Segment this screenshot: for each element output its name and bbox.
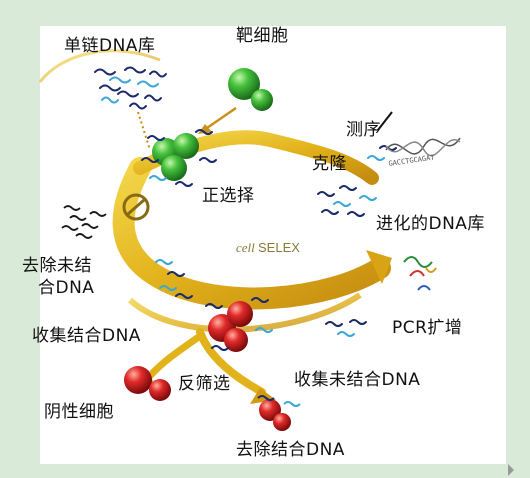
feed-arrow-head — [198, 124, 212, 134]
bound-negative-cells-icon — [205, 297, 273, 352]
label-cell-italic: cell — [236, 240, 255, 255]
label-selex: SELEX — [258, 240, 300, 255]
dna-library-cloud — [94, 66, 167, 110]
feed-arrow — [203, 106, 237, 132]
dna-cluster-mid — [155, 259, 367, 337]
label-remove-unbound-1: 去除未结 — [22, 256, 92, 276]
label-pcr-amplify: PCR扩增 — [392, 318, 463, 338]
removed-bound-cell-icon — [257, 395, 301, 431]
label-cloning: 克隆 — [312, 154, 347, 174]
label-remove-bound: 去除结合DNA — [236, 440, 345, 460]
corner-marker — [508, 464, 514, 476]
double-helix-icon — [377, 111, 461, 157]
label-sequencing: 测序 — [346, 120, 381, 140]
protein-structure-icon — [403, 256, 437, 291]
negative-cell-icon — [124, 366, 171, 401]
dashed-connector — [137, 111, 151, 151]
label-remove-unbound-2: 合DNA — [38, 278, 95, 298]
label-negative-cell: 阴性细胞 — [44, 402, 114, 422]
label-collect-unbound: 收集未结合DNA — [294, 370, 421, 390]
label-evolved-library: 进化的DNA库 — [376, 214, 485, 234]
label-ssdna-library: 单链DNA库 — [64, 36, 156, 56]
unbound-dna-icon — [61, 205, 107, 239]
label-positive-selection: 正选择 — [202, 186, 255, 206]
valve-ring-icon — [122, 193, 150, 221]
bound-target-cells-icon — [141, 129, 217, 187]
cloned-dna-icon — [317, 145, 397, 217]
target-cell-icon — [228, 68, 273, 111]
label-counter-selection: 反筛选 — [178, 374, 231, 394]
label-cell-selex: cell SELEX — [236, 240, 300, 256]
label-target-cell: 靶细胞 — [236, 26, 289, 46]
label-collect-bound: 收集结合DNA — [32, 326, 141, 346]
